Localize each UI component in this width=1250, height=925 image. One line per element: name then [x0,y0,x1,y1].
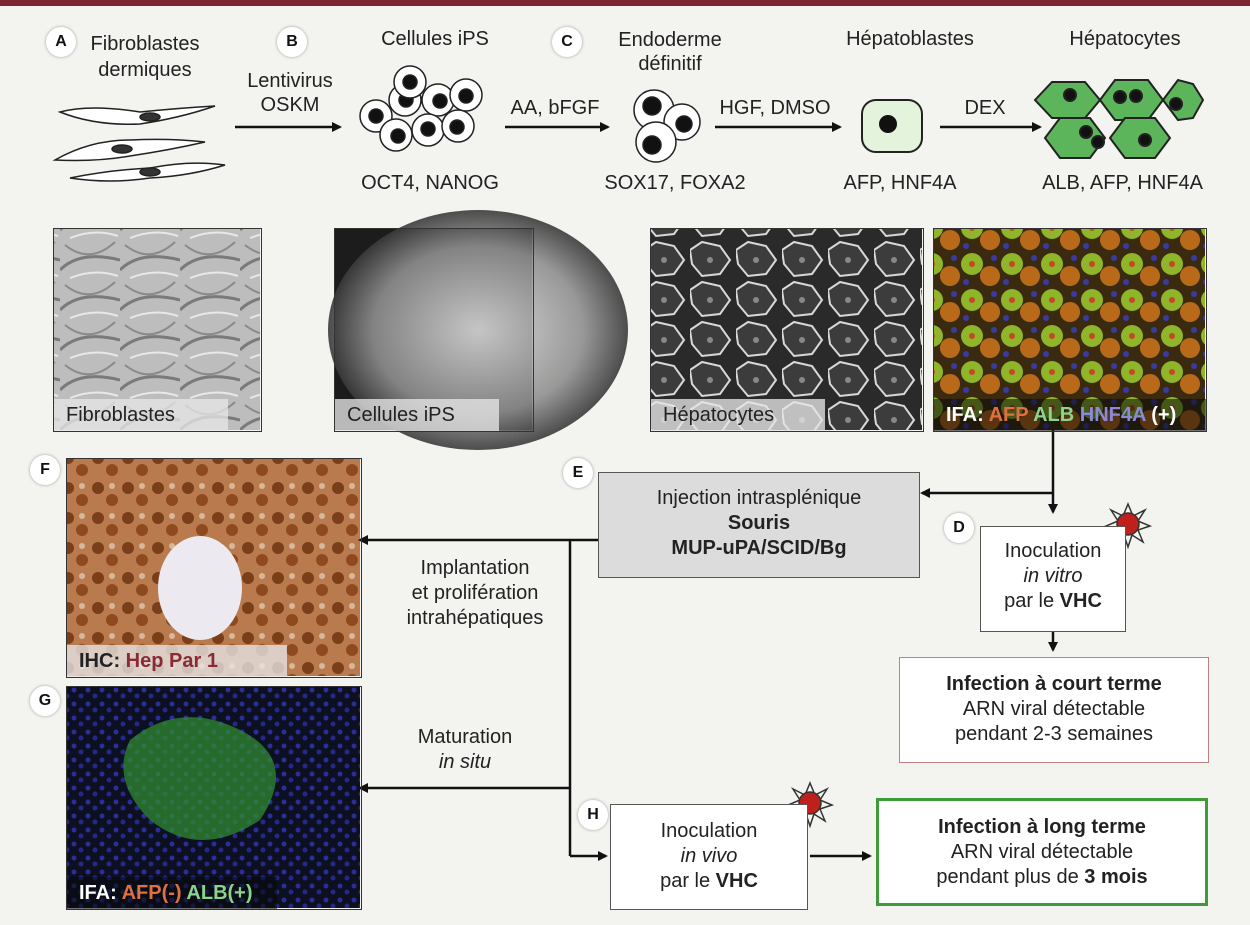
top-accent-bar [0,0,1250,6]
injection-title: Injection intrasplénique [656,487,862,509]
ips-cells-drawing [359,65,483,152]
photo-caption-ips: Cellules iPS [335,399,499,431]
inoculation-vivo-line3: par le VHC [611,869,807,894]
inoculation-vivo-pre: par le [660,870,716,892]
photo-caption-ihc: IHC: Hep Par 1 [67,645,287,677]
photo-fibroblasts: Fibroblastes [53,228,262,432]
short-term-line2: ARN viral détectable [962,698,1146,720]
endoderm-cells-drawing [633,89,701,163]
markers-hepatocytes: ALB, AFP, HNF4A [1042,172,1203,194]
implantation-line2: et prolifération [411,582,539,604]
photo-hepatocytes: Hépatocytes [650,228,924,432]
ifa-alb-label: ALB [1033,404,1075,426]
inoculation-vivo-box: Inoculation in vivo par le VHC [610,804,808,910]
photo-ips-colony [328,210,628,450]
implantation-label: Implantation et prolifération intrahépat… [385,556,565,631]
implantation-line1: Implantation [420,557,530,579]
markers-hepatoblasts: AFP, HNF4A [843,172,957,194]
badge-e: E [563,458,593,488]
inoculation-vitro-line1: Inoculation [1004,540,1102,562]
inoculation-vitro-virus: VHC [1059,590,1102,612]
badge-d: D [944,513,974,543]
fibroblast-cells-drawing [52,105,226,182]
stage-hepatocytes-name: Hépatocytes [1069,28,1181,50]
photo-caption-hepatocytes: Hépatocytes [651,399,825,431]
long-term-line2: ARN viral détectable [950,841,1134,863]
maturation-label: Maturation in situ [385,725,545,775]
photo-caption-fibroblasts: Fibroblastes [54,399,228,431]
injection-species: Souris [727,512,791,534]
maturation-line1: Maturation [417,726,513,748]
ifa-hnf4a-label: HNF4A [1079,404,1146,426]
photo-fibroblasts-texture [53,228,260,430]
stage-fibroblasts-name: Fibroblastes dermiques [90,33,200,81]
inoculation-vitro-pre: par le [1004,590,1060,612]
inoculation-vitro-box: Inoculation in vitro par le VHC [980,526,1126,632]
short-term-line3: pendant 2-3 semaines [955,723,1153,745]
ifa-plus-label: (+) [1151,404,1177,426]
badge-a: A [46,27,76,57]
stage-ips-name: Cellules iPS [381,28,489,50]
stage-endoderm-name: Endoderme définitif [618,29,722,75]
injection-box: Injection intrasplénique Souris MUP-uPA/… [598,472,920,578]
badge-h: H [578,800,608,830]
badge-c: C [552,27,582,57]
inoculation-vivo-virus: VHC [715,870,758,892]
photo-ifa-bottom: IFA: AFP(-) ALB(+) [66,686,362,910]
injection-strain: MUP-uPA/SCID/Bg [671,537,847,559]
stage-hepatoblasts-name: Hépatoblastes [846,28,974,50]
photo-caption-ifa-bottom: IFA: AFP(-) ALB(+) [67,877,277,909]
ihc-marker: Hep Par 1 [125,650,218,672]
photo-ihc: IHC: Hep Par 1 [66,458,362,678]
badge-g: G [30,686,60,716]
ifa-bottom-afp: AFP(-) [121,882,182,904]
ifa-prefix: IFA: [946,404,984,426]
hepatoblast-cell-drawing [861,99,923,153]
markers-ips: OCT4, NANOG [361,172,499,194]
maturation-line2: in situ [438,751,492,773]
photo-hepatocytes-texture [650,228,922,430]
photo-ips: Cellules iPS [334,228,534,432]
inoculation-vitro-line3: par le VHC [981,589,1125,614]
long-term-infection-box: Infection à long terme ARN viral détecta… [876,798,1208,906]
ifa-bottom-alb: ALB(+) [186,882,253,904]
arrow-label-oskm: OSKM [260,94,320,116]
long-term-line3: pendant plus de 3 mois [879,865,1205,890]
arrow-label-hgf-dmso: HGF, DMSO [719,97,831,119]
inoculation-vivo-line1: Inoculation [660,820,758,842]
badge-f: F [30,455,60,485]
implantation-line3: intrahépatiques [406,607,544,629]
long-term-title: Infection à long terme [938,816,1146,838]
photo-ifa-top-texture [933,228,1205,430]
markers-endoderm: SOX17, FOXA2 [604,172,746,194]
badge-b: B [277,27,307,57]
photo-ifa-top: IFA: AFP ALB HNF4A (+) [933,228,1207,432]
hepatocyte-cells-drawing [1033,78,1205,159]
arrow-label-lentivirus: Lentivirus [247,70,333,92]
photo-caption-ifa-top: IFA: AFP ALB HNF4A (+) [934,399,1206,431]
arrow-label-aa-bfgf: AA, bFGF [510,97,600,119]
short-term-infection-box: Infection à court terme ARN viral détect… [899,657,1209,763]
inoculation-vitro-line2: in vitro [1023,565,1083,587]
ifa-bottom-prefix: IFA: [79,882,117,904]
inoculation-vivo-line2: in vivo [680,845,738,867]
ifa-afp-label: AFP [988,404,1029,426]
long-term-duration: 3 mois [1084,866,1148,888]
ihc-prefix: IHC: [79,650,121,672]
short-term-title: Infection à court terme [946,673,1162,695]
long-term-pre: pendant plus de [936,866,1085,888]
arrow-label-dex: DEX [964,97,1006,119]
